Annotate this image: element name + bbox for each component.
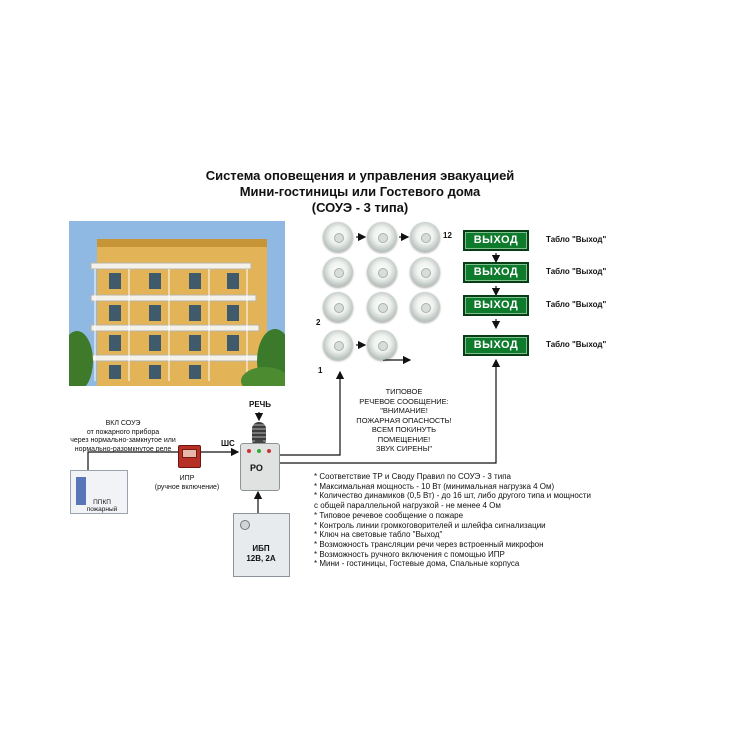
ups-label: ИБП 12В, 2А: [246, 544, 276, 563]
detector-number-1: 1: [318, 366, 323, 375]
fire-control-panel-label: ППКП пожарный: [86, 499, 118, 513]
detector-number-12: 12: [443, 231, 452, 240]
feature-item: * Соответствие ТР и Своду Правил по СОУЭ…: [314, 472, 511, 481]
feature-item: * Возможность ручного включения с помощь…: [314, 549, 505, 559]
speech-label: РЕЧЬ: [249, 400, 272, 409]
smoke-detector-icon: [410, 222, 440, 252]
signal-loop-label: ШС: [221, 439, 235, 448]
detector-number-2: 2: [316, 318, 321, 327]
feature-item: * Контроль линии громкоговорителей и шле…: [314, 520, 546, 530]
smoke-detector-icon: [367, 222, 397, 252]
exit-sign: ВЫХОД: [463, 335, 529, 356]
hotel-building-photo: [69, 221, 285, 386]
feature-item: * Мини - гостиницы, Гостевые дома, Спаль…: [314, 559, 520, 569]
exit-sign: ВЫХОД: [463, 262, 529, 283]
panel-indicator-icon: [76, 477, 86, 505]
soue-activation-note: ВКЛ СОУЭ от пожарного прибора через норм…: [70, 420, 176, 453]
exit-sign-label: Табло "Выход": [546, 235, 607, 244]
title-line-1: Система оповещения и управления эвакуаци…: [205, 168, 515, 183]
smoke-detector-icon: [367, 330, 397, 360]
feature-item: * Типовое речевое сообщение о пожаре: [314, 510, 464, 520]
smoke-detector-icon: [410, 257, 440, 287]
ups-power-supply: [233, 513, 290, 577]
features-list: * Соответствие ТР и Своду Правил по СОУЭ…: [314, 472, 632, 569]
warning-device-ro: [240, 443, 280, 491]
warning-device-label: РО: [250, 463, 263, 473]
smoke-detector-icon: [410, 292, 440, 322]
voice-message-text: ТИПОВОЕ РЕЧЕВОЕ СООБЩЕНИЕ: "ВНИМАНИЕ! ПО…: [356, 387, 452, 453]
diagram-title: Система оповещения и управления эвакуаци…: [160, 168, 560, 216]
exit-sign: ВЫХОД: [463, 295, 529, 316]
feature-item: с общей параллельной нагрузкой - не мене…: [314, 501, 501, 511]
exit-sign-label: Табло "Выход": [546, 340, 607, 349]
manual-call-point-window: [182, 449, 197, 458]
feature-item: * Ключ на световые табло "Выход": [314, 530, 443, 540]
smoke-detector-icon: [323, 330, 353, 360]
title-line-3: (СОУЭ - 3 типа): [311, 200, 409, 215]
manual-call-point-label: ИПР (ручное включение): [154, 475, 220, 491]
microphone-icon: [252, 422, 266, 444]
exit-sign: ВЫХОД: [463, 230, 529, 251]
smoke-detector-icon: [323, 257, 353, 287]
smoke-detector-icon: [367, 292, 397, 322]
feature-item: * Максимальная мощность - 10 Вт (минимал…: [314, 481, 555, 491]
title-line-2: Мини-гостиницы или Гостевого дома: [239, 184, 481, 199]
smoke-detector-icon: [367, 257, 397, 287]
exit-sign-label: Табло "Выход": [546, 267, 607, 276]
fire-control-panel: [70, 470, 128, 514]
exit-sign-label: Табло "Выход": [546, 300, 607, 309]
feature-item: * Количество динамиков (0,5 Вт) - до 16 …: [314, 491, 592, 501]
microphone-base: [255, 440, 263, 445]
smoke-detector-icon: [323, 292, 353, 322]
smoke-detector-icon: [323, 222, 353, 252]
feature-item: * Возможность трансляции речи через встр…: [314, 539, 544, 549]
